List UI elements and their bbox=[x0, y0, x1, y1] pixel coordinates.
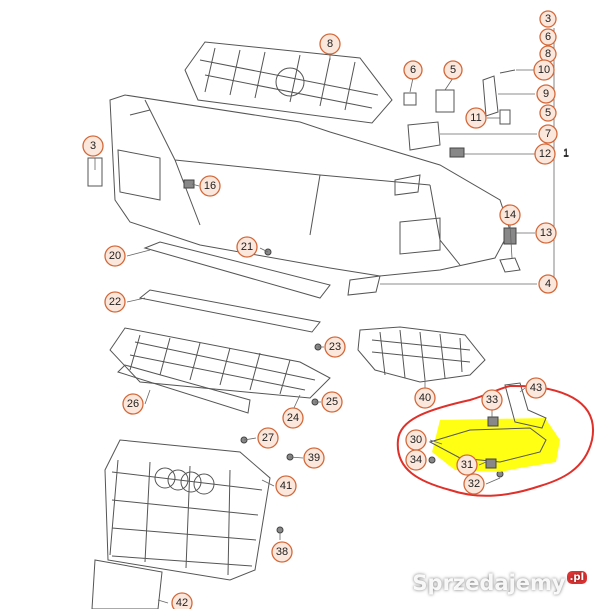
bumper-cover bbox=[109, 94, 511, 296]
callout-41: 41 bbox=[275, 475, 297, 497]
svg-text:10: 10 bbox=[538, 64, 550, 76]
callout-21: 21 bbox=[236, 236, 258, 258]
callout-7: 7 bbox=[538, 124, 558, 144]
callout-5-right: 5 bbox=[539, 104, 557, 122]
callout-38: 38 bbox=[271, 541, 293, 563]
callout-14: 14 bbox=[499, 204, 521, 226]
side-fog-grille bbox=[357, 326, 486, 383]
callout-10: 10 bbox=[533, 59, 555, 81]
svg-text:14: 14 bbox=[504, 209, 516, 221]
svg-text:11: 11 bbox=[470, 112, 481, 124]
svg-text:41: 41 bbox=[280, 480, 292, 492]
svg-text:4: 4 bbox=[545, 278, 551, 290]
callout-22: 22 bbox=[104, 291, 126, 313]
callout-3-left: 3 bbox=[82, 135, 104, 157]
svg-text:34: 34 bbox=[410, 454, 422, 466]
watermark-tld: .pl bbox=[566, 571, 587, 584]
callout-8-top: 8 bbox=[319, 33, 341, 55]
svg-text:1: 1 bbox=[563, 147, 569, 159]
svg-text:8: 8 bbox=[545, 48, 551, 60]
svg-text:27: 27 bbox=[262, 432, 274, 444]
svg-text:16: 16 bbox=[204, 180, 216, 192]
svg-text:38: 38 bbox=[276, 546, 288, 558]
red-circle-mark bbox=[396, 384, 595, 497]
svg-text:33: 33 bbox=[486, 394, 498, 406]
svg-text:23: 23 bbox=[329, 341, 341, 353]
callout-1: 1 bbox=[563, 147, 569, 159]
callout-4: 4 bbox=[538, 274, 558, 294]
callout-3: 3 bbox=[539, 10, 557, 28]
callout-5-top: 5 bbox=[443, 60, 463, 80]
svg-text:21: 21 bbox=[241, 241, 253, 253]
callout-23: 23 bbox=[324, 336, 346, 358]
svg-text:20: 20 bbox=[109, 250, 121, 262]
callout-42: 42 bbox=[171, 592, 193, 609]
svg-text:5: 5 bbox=[545, 107, 551, 119]
main-grille bbox=[104, 439, 271, 581]
callout-9: 9 bbox=[536, 84, 556, 104]
svg-text:39: 39 bbox=[308, 452, 320, 464]
upper-grille-bracket bbox=[184, 41, 393, 124]
watermark-text: Sprzedajemy bbox=[412, 571, 566, 595]
svg-text:25: 25 bbox=[326, 396, 338, 408]
svg-text:12: 12 bbox=[539, 148, 551, 160]
callout-13: 13 bbox=[535, 222, 557, 244]
callout-39: 39 bbox=[303, 447, 325, 469]
svg-text:24: 24 bbox=[287, 412, 299, 424]
callout-33: 33 bbox=[481, 389, 503, 411]
svg-text:3: 3 bbox=[545, 13, 551, 25]
svg-text:9: 9 bbox=[543, 88, 549, 100]
callout-40: 40 bbox=[414, 387, 436, 409]
callout-31: 31 bbox=[456, 454, 478, 476]
svg-text:30: 30 bbox=[410, 434, 422, 446]
callout-1-label: 1 bbox=[563, 148, 569, 160]
svg-text:8: 8 bbox=[327, 38, 333, 50]
callout-24: 24 bbox=[282, 407, 304, 429]
svg-text:5: 5 bbox=[450, 64, 456, 76]
license-plate-holder bbox=[91, 559, 163, 609]
svg-text:43: 43 bbox=[530, 382, 542, 394]
svg-text:22: 22 bbox=[109, 296, 121, 308]
callout-16: 16 bbox=[199, 175, 221, 197]
callout-43: 43 bbox=[525, 377, 547, 399]
lower-lip-strip bbox=[117, 364, 251, 414]
svg-text:7: 7 bbox=[545, 128, 551, 140]
callout-30: 30 bbox=[405, 429, 427, 451]
callout-6-top: 6 bbox=[403, 60, 423, 80]
svg-text:40: 40 bbox=[419, 392, 431, 404]
lower-grille bbox=[109, 327, 331, 399]
callout-26: 26 bbox=[122, 393, 144, 415]
callout-20: 20 bbox=[104, 245, 126, 267]
svg-text:13: 13 bbox=[540, 227, 552, 239]
callout-11: 11 bbox=[465, 107, 487, 129]
svg-text:3: 3 bbox=[90, 140, 96, 152]
svg-text:6: 6 bbox=[545, 31, 551, 43]
callout-32: 32 bbox=[463, 473, 485, 495]
svg-text:6: 6 bbox=[410, 64, 416, 76]
callout-12: 12 bbox=[534, 143, 556, 165]
svg-text:32: 32 bbox=[468, 478, 480, 490]
callout-25: 25 bbox=[321, 391, 343, 413]
svg-text:26: 26 bbox=[127, 398, 139, 410]
callout-6: 6 bbox=[539, 28, 557, 46]
svg-text:31: 31 bbox=[461, 459, 473, 471]
lower-trim-strips bbox=[138, 241, 331, 333]
small-brackets bbox=[87, 69, 521, 273]
watermark: Sprzedajemy.pl bbox=[412, 571, 587, 595]
callout-34: 34 bbox=[405, 449, 427, 471]
callout-27: 27 bbox=[257, 427, 279, 449]
screws bbox=[240, 248, 504, 534]
svg-text:42: 42 bbox=[176, 597, 188, 609]
